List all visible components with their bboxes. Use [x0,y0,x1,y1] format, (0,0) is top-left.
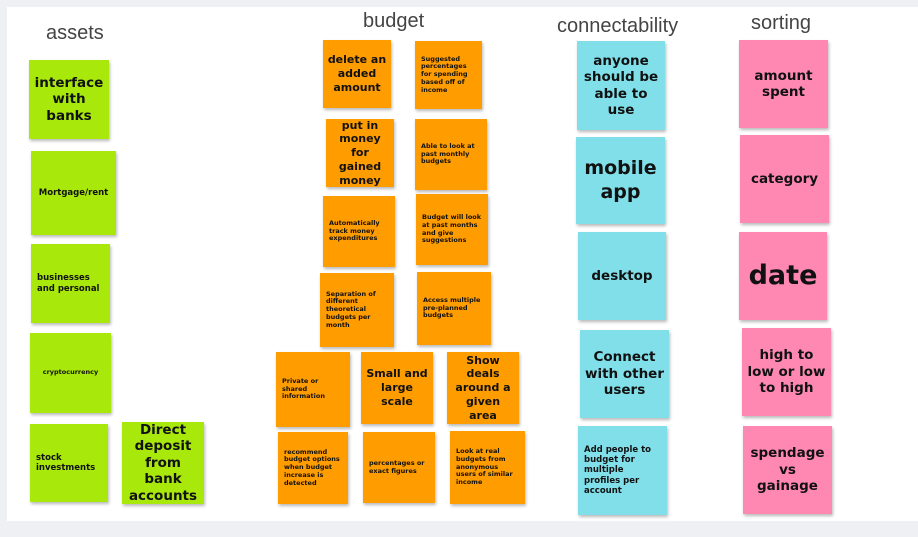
sticky-note-text: Mortgage/rent [38,187,109,198]
sticky-note[interactable]: desktop [578,232,666,320]
sticky-note[interactable]: Suggested percentages for spending based… [415,41,482,109]
sticky-note[interactable]: amount spent [739,40,828,128]
sticky-note-text: mobile app [584,156,657,203]
sticky-note-text: anyone should be able to use [583,52,659,118]
sticky-note[interactable]: delete an added amount [323,40,391,108]
bottom-bar [0,521,918,537]
sticky-note-text: delete an added amount [327,53,387,94]
sticky-note-text: Automatically track money expenditures [329,218,380,243]
sticky-note-text: put in money for gained money [338,119,382,187]
sticky-note[interactable]: category [740,135,829,223]
sticky-note[interactable]: recommend budget options when budget inc… [278,432,348,504]
sticky-note-text: Separation of different theoretical budg… [326,289,376,329]
sticky-note[interactable]: interface with banks [29,60,109,139]
sticky-note-text: Look at real budgets from anonymous user… [456,447,513,487]
sticky-note[interactable]: high to low or low to high [742,328,831,416]
sticky-note[interactable]: Access multiple pre-planned budgets [417,272,491,345]
sticky-note-text: desktop [591,267,653,284]
column-heading-sorting: sorting [751,12,812,34]
sticky-note[interactable]: percentages or exact figures [363,432,435,503]
sticky-note[interactable]: Budget will look at past months and give… [416,194,488,265]
sticky-note[interactable]: Direct deposit from bank accounts [122,422,204,504]
sticky-note[interactable]: Small and large scale [361,352,433,424]
sticky-note-text: Add people to budget for multiple profil… [584,444,652,497]
sticky-note[interactable]: Add people to budget for multiple profil… [578,426,667,515]
sticky-note[interactable]: Show deals around a given area [447,352,519,424]
sticky-note-text: Show deals around a given area [455,353,511,422]
sticky-note-text: Suggested percentages for spending based… [421,54,468,94]
sticky-note[interactable]: Able to look at past monthly budgets [415,119,487,190]
sticky-note-text: spendage vs gainage [750,445,825,495]
sticky-note[interactable]: cryptocurrency [30,333,111,413]
sticky-note[interactable]: date [739,232,827,320]
sticky-note-text: Small and large scale [366,367,428,408]
sticky-note[interactable]: spendage vs gainage [743,426,832,514]
sticky-note-text: amount spent [754,67,813,100]
sticky-note-text: Access multiple pre-planned budgets [423,295,481,320]
sticky-note-text: category [750,170,819,187]
sticky-note-text: cryptocurrency [42,368,99,377]
sticky-note-text: Private or shared information [282,376,325,401]
sticky-note[interactable]: Connect with other users [580,330,669,418]
sticky-note-text: stock investments [36,452,96,473]
sticky-note[interactable]: Mortgage/rent [31,151,116,235]
column-heading-connectability: connectability [557,15,679,37]
column-heading-budget: budget [363,10,425,32]
sticky-note[interactable]: businesses and personal [31,244,110,323]
sticky-note-text: percentages or exact figures [369,458,425,475]
sticky-note-text: Connect with other users [584,349,665,399]
sticky-note-text: businesses and personal [37,273,100,294]
sticky-note-text: Direct deposit from bank accounts [128,422,198,504]
sticky-note[interactable]: anyone should be able to use [577,41,665,130]
sticky-note-text: interface with banks [34,74,104,124]
sticky-note-text: Budget will look at past months and give… [422,212,482,245]
sticky-note-text: recommend budget options when budget inc… [284,447,340,487]
sticky-note[interactable]: Look at real budgets from anonymous user… [450,431,525,504]
sticky-note[interactable]: Automatically track money expenditures [323,196,395,267]
sticky-note[interactable]: put in money for gained money [326,119,394,187]
sticky-note[interactable]: mobile app [576,137,665,224]
sticky-note[interactable]: Private or shared information [276,352,350,427]
sticky-note-text: Able to look at past monthly budgets [421,141,475,166]
column-heading-assets: assets [46,22,104,44]
sticky-note[interactable]: Separation of different theoretical budg… [320,273,394,347]
sticky-note-text: date [748,259,818,291]
sticky-note-text: high to low or low to high [747,347,826,397]
sticky-note[interactable]: stock investments [30,424,108,502]
